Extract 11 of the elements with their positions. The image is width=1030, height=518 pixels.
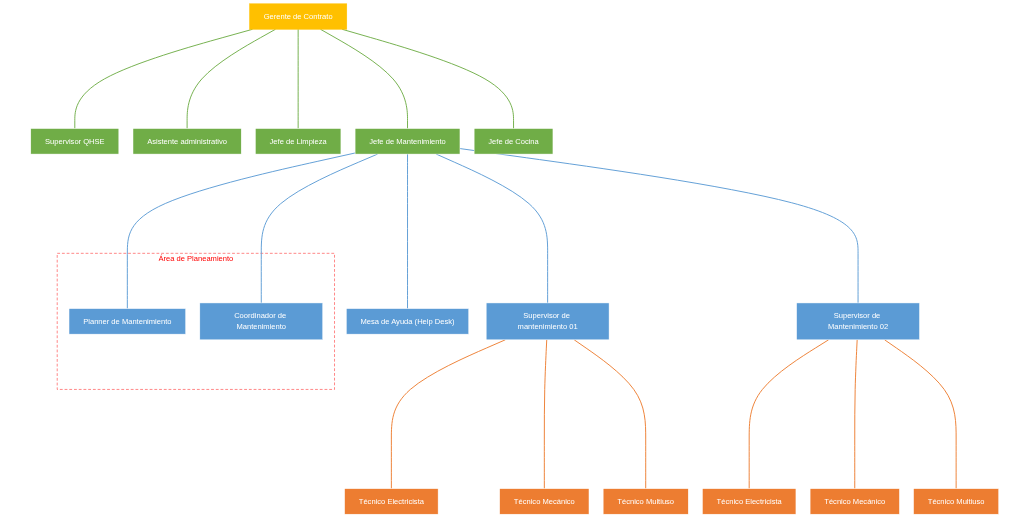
connector <box>854 339 858 490</box>
connector <box>459 148 859 304</box>
connector <box>574 339 647 490</box>
connector <box>748 339 830 490</box>
connector <box>407 153 409 310</box>
connector <box>127 152 356 310</box>
connector <box>320 28 409 130</box>
connector <box>544 339 548 490</box>
connector <box>884 339 957 490</box>
connector <box>297 28 299 130</box>
connector <box>391 339 507 490</box>
